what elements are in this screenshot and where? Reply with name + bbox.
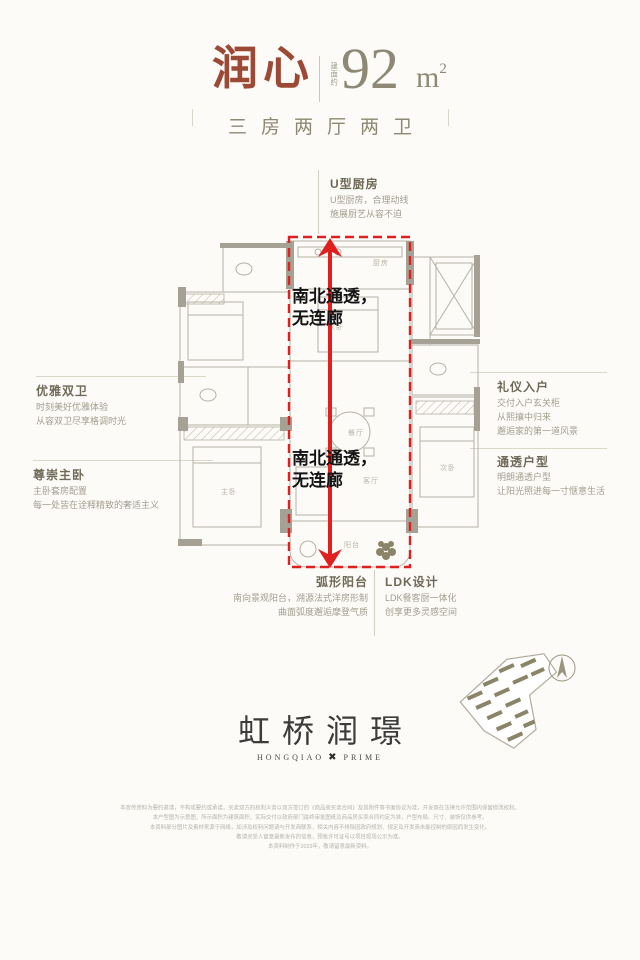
brand-logo-en-right: PRIME	[343, 753, 383, 762]
callout-master-line1: 主卧套房配置	[33, 486, 88, 496]
callout-baths-rule	[36, 376, 206, 377]
compass-icon	[548, 654, 576, 682]
callout-balcony-line1: 南向景观阳台，溯源法式洋房形制	[232, 593, 368, 603]
area-unit-sup: 2	[439, 61, 447, 77]
callout-master-line2: 每一处皆在诠释精致的奢适主义	[33, 500, 160, 510]
disclaimer-line3: 本资料部分图片及素材来源于网络，如涉及权利问题请与开发商联系，相关内容不排除因政…	[149, 824, 491, 830]
callout-kitchen-title: U型厨房	[330, 177, 379, 191]
callout-master-title: 尊崇主卧	[33, 468, 86, 482]
callout-baths-body: 时刻美好优雅体验 从容双卫尽享格调时光	[36, 400, 126, 428]
callout-transparent-line1: 明朗通透户型	[497, 472, 552, 482]
callout-master-rule	[33, 460, 213, 461]
north-south-highlight	[287, 235, 412, 569]
callout-kitchen-body: U型厨房，合理动线 施展厨艺从容不迫	[330, 193, 409, 221]
callout-entry-title: 礼仪入户	[497, 380, 550, 394]
plan-name-title: 润心	[212, 43, 314, 94]
room-label-kitchen: 厨房	[373, 260, 389, 267]
highlight-label-bottom-line1: 南北通透，	[292, 449, 377, 468]
callout-kitchen-line1: U型厨房，合理动线	[330, 195, 409, 205]
disclaimer-line2: 本户型图为示意图，所示面积为建筑面积，实际交付以政府部门最终审批图纸及商品房买卖…	[152, 814, 488, 821]
area-unit: m2	[416, 62, 447, 93]
arrow-up-head-icon	[318, 238, 342, 257]
callout-balcony-leader	[374, 570, 375, 636]
callout-transparent-line2: 让阳光照进每一寸惬意生活	[497, 486, 606, 496]
callout-transparent-body: 明朗通透户型 让阳光照进每一寸惬意生活	[497, 470, 605, 498]
callout-entry-body: 交付入户玄关柜 从熙攘中归来 邂逅家的第一道风景	[497, 396, 578, 438]
brand-x-icon: ✖	[328, 752, 340, 763]
callout-entry-line1: 交付入户玄关柜	[497, 398, 561, 408]
brand-logo-en: HONGQIAO✖PRIME	[0, 752, 640, 763]
room-label-master: 主卧	[221, 489, 237, 496]
callout-entry-line2: 从熙攘中归来	[497, 412, 552, 422]
subtitle-right-tick	[448, 109, 449, 126]
callout-transparent-rule	[470, 448, 607, 449]
room-label-bed-south: 次卧	[440, 465, 456, 472]
highlight-label-top-line1: 南北通透，	[292, 287, 377, 306]
callout-baths-line1: 时刻美好优雅体验	[36, 402, 109, 412]
site-key-plan	[459, 653, 576, 749]
callout-ldk-line2: 创享更多灵感空间	[385, 607, 458, 617]
callout-ldk-body: LDK餐客厨一体化 创享更多灵感空间	[385, 591, 457, 619]
callout-entry-rule	[470, 372, 607, 373]
area-unit-letter: m	[416, 61, 440, 94]
callout-kitchen-leader	[318, 170, 319, 234]
callout-ldk-title: LDK设计	[385, 575, 439, 589]
highlight-label-bottom-line2: 无连廊	[292, 471, 343, 490]
area-number: 92	[341, 36, 399, 101]
callout-kitchen-line2: 施展厨艺从容不迫	[330, 209, 403, 219]
highlight-dashed-box	[287, 235, 412, 569]
room-label-balcony: 阳台	[344, 542, 360, 549]
disclaimer-line1: 本宣传资料为要约邀请，不构成要约或承诺，买卖双方的权利义务以双方签订的《商品房买…	[120, 804, 520, 811]
highlight-label-top-line2: 无连廊	[292, 309, 343, 328]
subtitle-left-tick	[192, 109, 193, 126]
callout-baths-title: 优雅双卫	[36, 384, 89, 398]
title-divider	[319, 56, 320, 102]
highlight-label-bottom: 南北通透， 无连廊	[292, 448, 377, 492]
area-prefix-label: 建面约	[329, 62, 338, 86]
callout-master-body: 主卧套房配置 每一处皆在诠释精致的奢适主义	[33, 484, 159, 512]
disclaimer-line4: 敬请买受人留意最新发布的信息，预售许可证号以项目现场公示为准。	[236, 833, 404, 840]
brand-logo-en-left: HONGQIAO	[257, 753, 325, 762]
floorplan-drawing	[178, 240, 480, 568]
room-label-dining: 餐厅	[348, 430, 364, 437]
site-outline	[459, 653, 558, 749]
brand-logo-cn: 虹桥润璟	[237, 713, 414, 749]
arrow-down-head-icon	[318, 549, 342, 568]
legal-disclaimer: 本宣传资料为要约邀请，不构成要约或承诺，买卖双方的权利义务以双方签订的《商品房买…	[86, 803, 554, 851]
callout-baths-line2: 从容双卫尽享格调时光	[36, 416, 127, 426]
callout-ldk-line1: LDK餐客厨一体化	[385, 593, 457, 603]
room-label-bed-north: 次卧	[328, 324, 344, 331]
disclaimer-line5: 本资料制作于2023年，敬请留意最新资料。	[268, 843, 372, 850]
layout-subtitle: 三房两厅两卫	[227, 117, 426, 138]
highlight-label-top: 南北通透， 无连廊	[292, 286, 377, 330]
callout-balcony-line2: 曲面弧度邂逅摩登气质	[277, 607, 368, 617]
callout-balcony-title: 弧形阳台	[315, 575, 368, 589]
callout-entry-line3: 邂逅家的第一道风景	[497, 426, 579, 436]
callout-balcony-body: 南向景观阳台，溯源法式洋房形制 曲面弧度邂逅摩登气质	[168, 591, 368, 619]
callout-transparent-title: 通透户型	[497, 455, 550, 469]
room-label-living: 客厅	[363, 478, 379, 485]
